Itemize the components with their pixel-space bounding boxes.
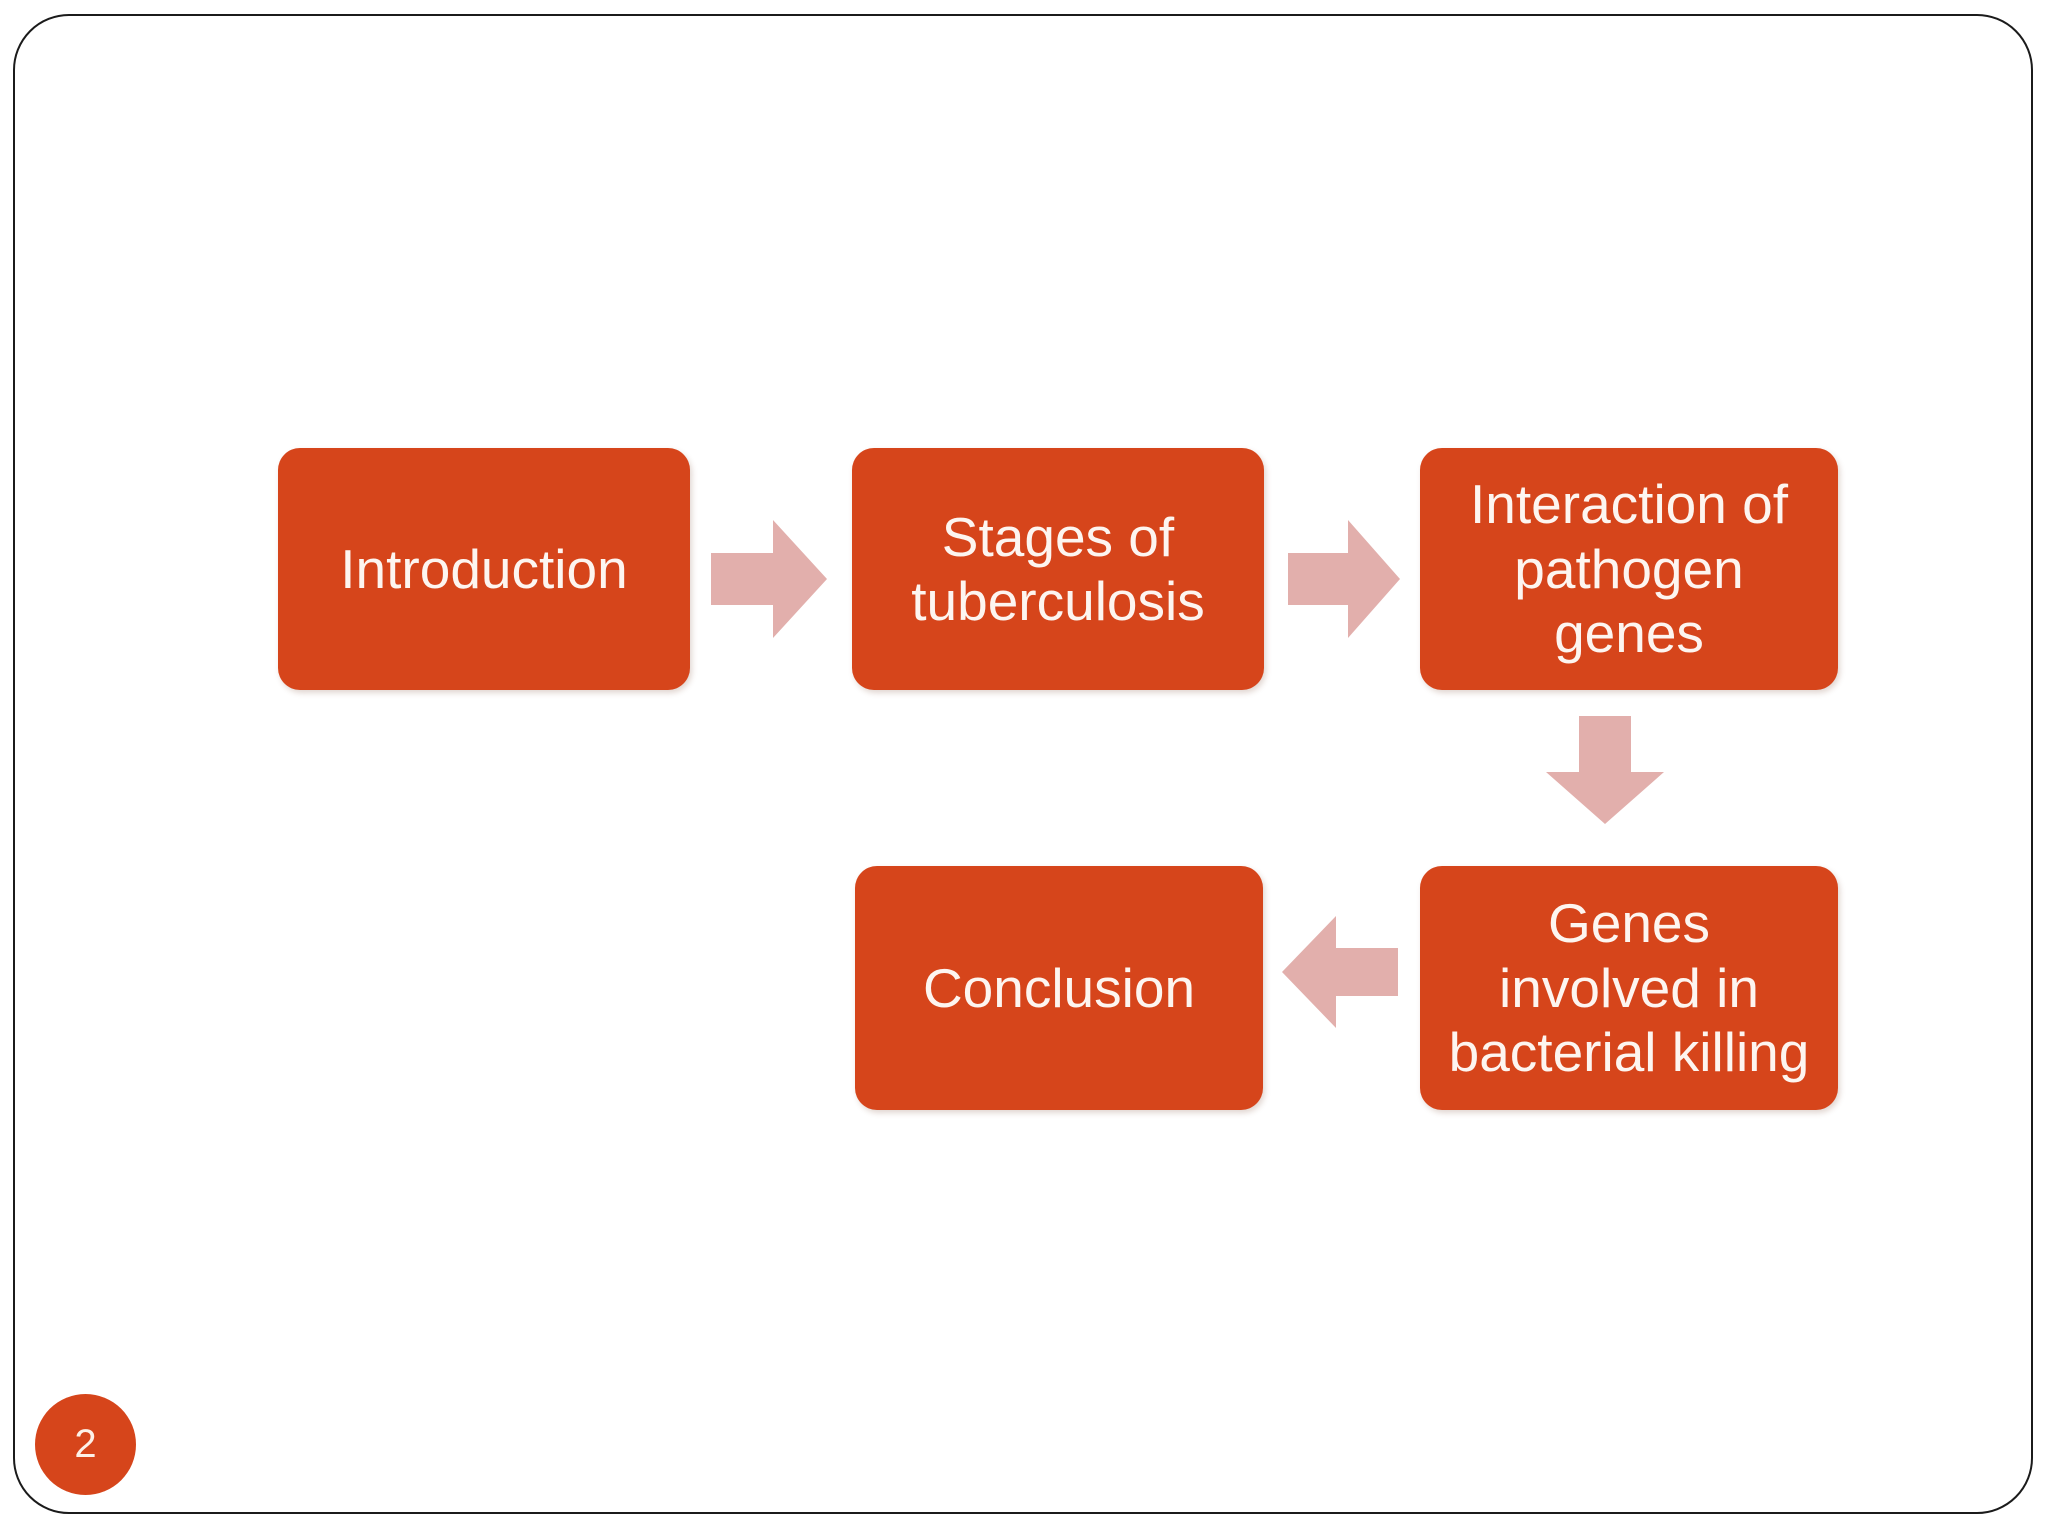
page-number-label: 2 [74, 1422, 97, 1466]
flow-box-label: Interaction of pathogen genes [1470, 473, 1788, 665]
flow-box-label: Genes involved in bacterial killing [1448, 892, 1810, 1084]
slide-border-frame [13, 14, 2033, 1514]
flow-box-interaction-of-pathogen-genes[interactable]: Interaction of pathogen genes [1420, 448, 1838, 690]
page-number-badge: 2 [35, 1394, 136, 1495]
flow-box-stages-of-tuberculosis[interactable]: Stages of tuberculosis [852, 448, 1264, 690]
flow-box-introduction[interactable]: Introduction [278, 448, 690, 690]
arrow-left-icon-genes-to-conclusion [1282, 916, 1398, 1028]
arrow-right-icon-stages-to-interaction [1288, 520, 1400, 638]
flow-box-label: Conclusion [922, 956, 1196, 1019]
arrow-right-icon-introduction-to-stages [711, 520, 827, 638]
flow-box-label: Introduction [340, 537, 628, 600]
flow-box-label: Stages of tuberculosis [911, 505, 1205, 632]
flow-box-conclusion[interactable]: Conclusion [855, 866, 1263, 1110]
arrow-down-icon-interaction-to-genes [1546, 716, 1664, 824]
flow-box-genes-involved-in-bacterial-killing[interactable]: Genes involved in bacterial killing [1420, 866, 1838, 1110]
